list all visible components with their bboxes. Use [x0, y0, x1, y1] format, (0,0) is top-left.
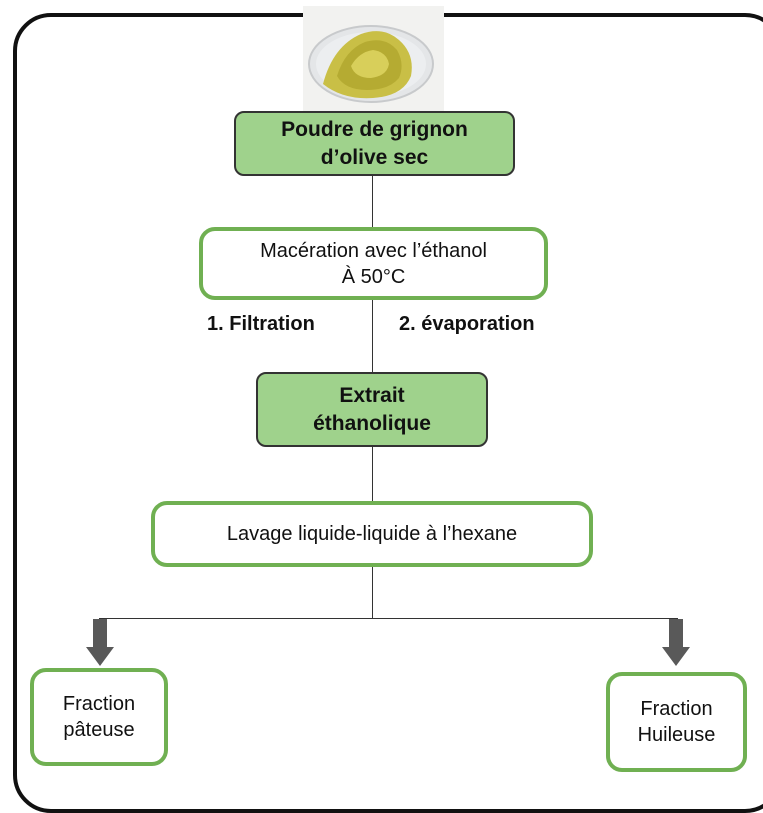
step-filtration: 1. Filtration	[207, 313, 315, 335]
step-evaporation: 2. évaporation	[399, 313, 535, 335]
node-oil: Fraction Huileuse	[606, 672, 747, 772]
connector-extract-washing	[372, 446, 373, 502]
down-arrow-left	[86, 619, 114, 666]
node-maceration-line1: Macération avec l’éthanol	[260, 239, 487, 262]
down-arrow-right	[662, 619, 690, 666]
node-washing-line1: Lavage liquide-liquide à l’hexane	[226, 523, 518, 545]
node-maceration-line2: À 50°C	[341, 265, 406, 288]
node-oil-line2: Huileuse	[637, 724, 716, 746]
node-powder-line2: d’olive sec	[320, 145, 429, 169]
powder-photo	[303, 6, 444, 111]
node-oil-line1: Fraction	[640, 698, 713, 720]
connector-powder-maceration	[372, 174, 373, 228]
node-extract: Extrait éthanolique	[256, 372, 488, 447]
olive-pomace-powder-photo	[303, 6, 444, 111]
node-paste: Fraction pâteuse	[30, 668, 168, 766]
node-extract-line2: éthanolique	[313, 411, 431, 435]
connector-washing-split	[372, 566, 373, 618]
node-paste-line1: Fraction	[62, 693, 136, 715]
node-powder-line1: Poudre de grignon	[281, 118, 468, 142]
split-bar	[99, 618, 678, 619]
node-paste-line2: pâteuse	[63, 719, 135, 741]
node-washing: Lavage liquide-liquide à l’hexane	[151, 501, 593, 567]
connector-maceration-extract	[372, 300, 373, 372]
node-maceration: Macération avec l’éthanol À 50°C	[199, 227, 548, 300]
node-extract-line1: Extrait	[339, 384, 405, 408]
node-powder: Poudre de grignon d’olive sec	[234, 111, 515, 176]
